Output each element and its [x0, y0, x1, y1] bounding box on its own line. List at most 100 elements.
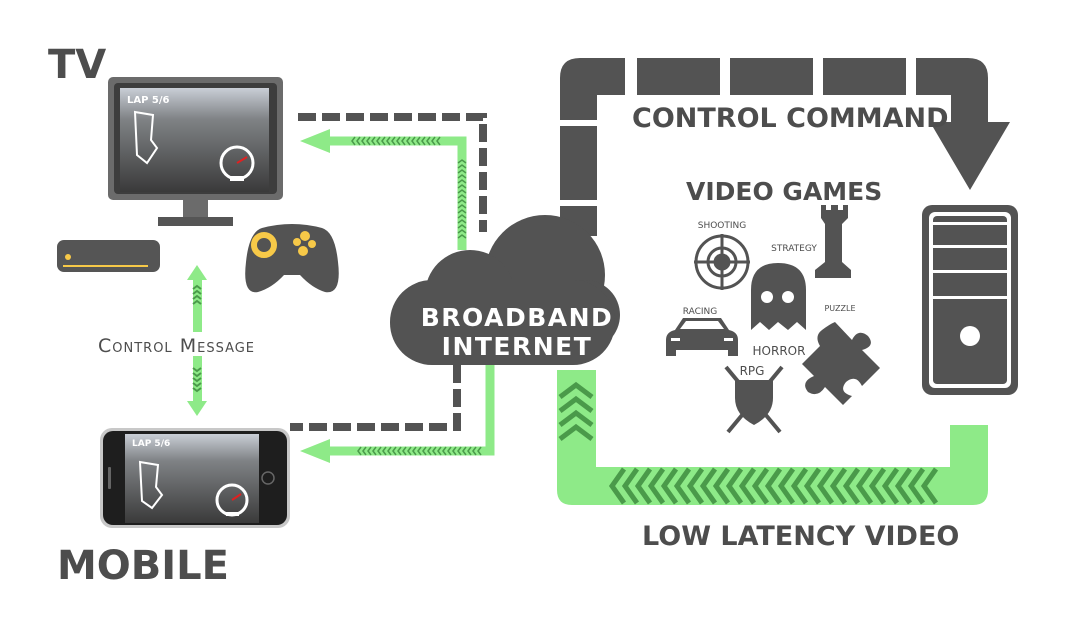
video-games-heading: VIDEO GAMES	[686, 177, 882, 206]
chevron-mark	[457, 214, 467, 219]
chevron-mark	[790, 467, 809, 505]
chevron-mark	[192, 299, 202, 305]
chevron-mark	[436, 136, 441, 146]
chevron-mark	[457, 229, 467, 234]
chevron-mark	[457, 224, 467, 229]
chevron-mark	[442, 446, 447, 456]
tv-video-chevrons	[351, 136, 467, 239]
control-command-arrowhead	[916, 58, 1010, 190]
chevron-mark	[431, 136, 436, 146]
game-label-racing: RACING	[683, 307, 718, 317]
chevron-mark	[396, 136, 401, 146]
tv-lap-counter: LAP 5/6	[127, 95, 170, 106]
chevron-mark	[457, 219, 467, 224]
chevron-mark	[467, 446, 472, 456]
chevron-mark	[558, 381, 594, 399]
chevron-mark	[457, 174, 467, 179]
chevron-mark	[432, 446, 437, 456]
cloud-label-line2: INTERNET	[442, 332, 593, 361]
chevron-mark	[377, 446, 382, 456]
chevron-mark	[462, 446, 467, 456]
chevron-mark	[422, 446, 427, 456]
control-message-label: Control Message	[98, 335, 255, 357]
chevron-mark	[412, 446, 417, 456]
chevron-mark	[738, 467, 757, 505]
chevron-mark	[457, 194, 467, 199]
chevron-mark	[558, 423, 594, 441]
mobile-video-line	[330, 355, 495, 456]
chevron-mark	[855, 467, 874, 505]
path-segment	[730, 58, 813, 95]
target-icon	[694, 234, 750, 290]
chevron-mark	[426, 136, 431, 146]
control-command-path	[560, 58, 1010, 236]
gamepad-icon	[245, 224, 339, 293]
chevron-mark	[457, 169, 467, 174]
puzzle-icon	[802, 322, 880, 405]
chevron-mark	[712, 467, 731, 505]
chevron-mark	[457, 164, 467, 169]
chevron-mark	[361, 136, 366, 146]
chevron-mark	[402, 446, 407, 456]
chevron-mark	[367, 446, 372, 456]
game-label-puzzle: PUZZLE	[824, 304, 855, 313]
chevron-mark	[907, 467, 926, 505]
chevron-mark	[699, 467, 718, 505]
chevron-mark	[371, 136, 376, 146]
mobile-label: MOBILE	[57, 543, 229, 589]
chevron-mark	[842, 467, 861, 505]
chevron-mark	[417, 446, 422, 456]
chevron-mark	[816, 467, 835, 505]
chevrons-up	[558, 381, 594, 441]
chevron-mark	[192, 382, 202, 388]
tv-monitor-icon	[108, 77, 283, 226]
chevron-mark	[351, 136, 356, 146]
chevron-mark	[558, 409, 594, 427]
chevron-mark	[386, 136, 391, 146]
chevron-mark	[457, 446, 462, 456]
tv-video-line	[330, 136, 467, 250]
game-label-strategy: STRATEGY	[771, 244, 817, 254]
game-label-horror: HORROR	[753, 344, 806, 358]
game-label-shooting: SHOOTING	[698, 221, 747, 231]
chevrons-left	[608, 467, 939, 505]
chevron-mark	[392, 446, 397, 456]
chevron-mark	[447, 446, 452, 456]
chevron-mark	[401, 136, 406, 146]
path-segment	[637, 58, 720, 95]
chevron-mark	[457, 179, 467, 184]
chevron-mark	[192, 289, 202, 295]
rook-icon	[815, 205, 851, 278]
server-icon	[922, 205, 1018, 395]
tv-dashed-control-line	[298, 113, 487, 232]
chevron-mark	[457, 184, 467, 189]
chevron-mark	[356, 136, 361, 146]
chevron-mark	[457, 204, 467, 209]
mobile-lap-counter: LAP 5/6	[132, 439, 170, 449]
tv-video-arrowhead	[300, 129, 330, 153]
chevron-mark	[673, 467, 692, 505]
path-segment	[823, 58, 906, 95]
chevron-mark	[192, 294, 202, 300]
chevron-mark	[192, 284, 202, 290]
mobile-video-arrowhead	[300, 439, 330, 463]
chevron-mark	[608, 467, 627, 505]
chevron-mark	[397, 446, 402, 456]
chevron-mark	[192, 367, 202, 373]
chevron-mark	[457, 159, 467, 164]
chevron-mark	[777, 467, 796, 505]
chevron-mark	[192, 372, 202, 378]
chevron-mark	[411, 136, 416, 146]
chevron-mark	[920, 467, 939, 505]
chevron-mark	[372, 446, 377, 456]
game-label-rpg: RPG	[740, 364, 765, 378]
chevron-mark	[725, 467, 744, 505]
chevron-mark	[387, 446, 392, 456]
chevron-mark	[376, 136, 381, 146]
chevron-mark	[437, 446, 442, 456]
chevron-mark	[457, 199, 467, 204]
cloud-icon	[390, 215, 620, 365]
set-top-box-icon	[57, 240, 160, 272]
chevron-mark	[647, 467, 666, 505]
